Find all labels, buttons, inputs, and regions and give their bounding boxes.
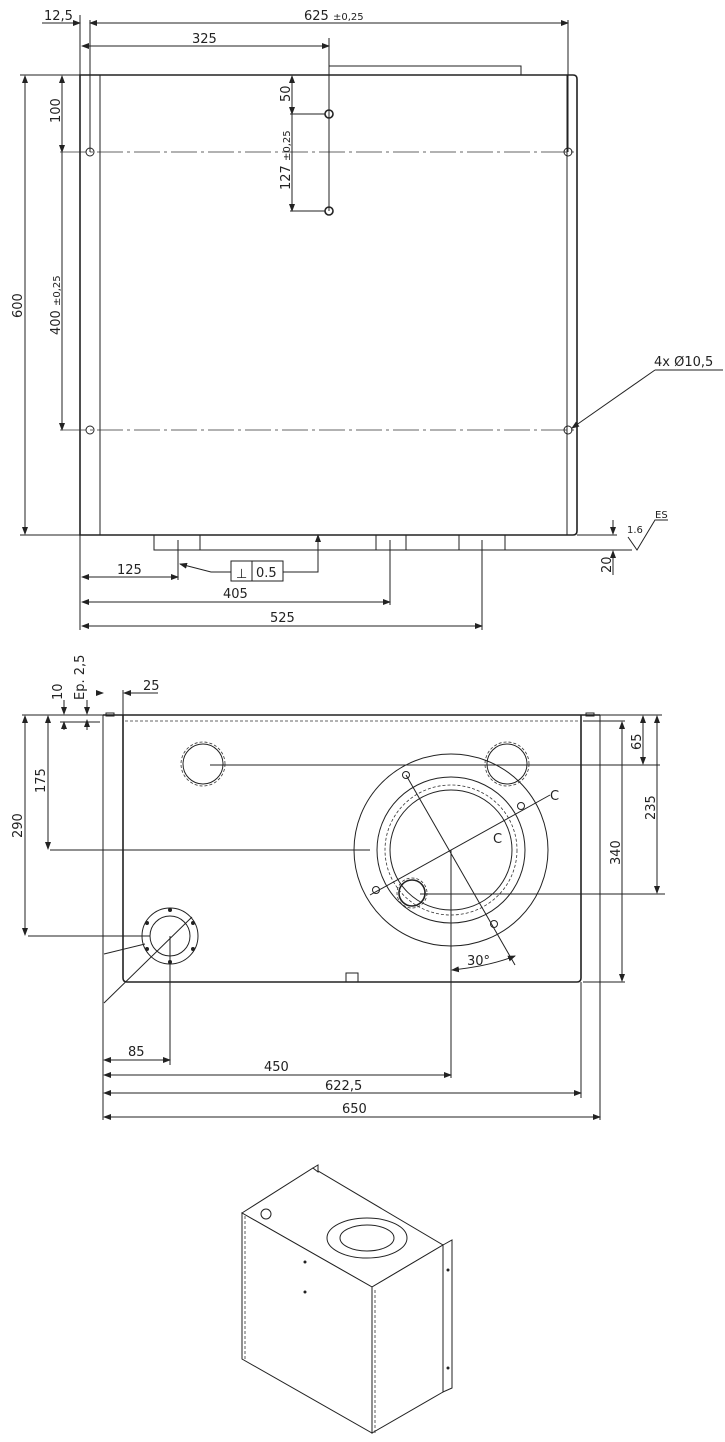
dim-400: 400 ±0,25 bbox=[49, 275, 64, 335]
top-view: 12,5 625 ±0,25 325 50 127 ±0,25 100 400 … bbox=[11, 9, 723, 630]
side-view: 30° C C 175 290 10 Ep. 2,5 25 65 235 340… bbox=[11, 655, 665, 1120]
dim-125: 125 bbox=[117, 563, 142, 578]
section-mark-c1: C bbox=[550, 789, 559, 804]
plate-outline bbox=[79, 74, 578, 536]
dim-622-5: 622,5 bbox=[325, 1079, 362, 1094]
perpendicularity-symbol: ⊥ bbox=[236, 567, 247, 582]
feet bbox=[153, 534, 632, 551]
dim-25: 25 bbox=[143, 679, 160, 694]
dim-450: 450 bbox=[264, 1060, 289, 1075]
dim-127: 127 ±0,25 bbox=[279, 130, 294, 190]
dim-175: 175 bbox=[34, 768, 49, 793]
surface-finish-value: 1.6 bbox=[627, 525, 643, 536]
dim-600: 600 bbox=[11, 293, 26, 318]
hole-icon bbox=[85, 425, 95, 435]
hole-icon bbox=[563, 425, 573, 435]
thickness-label: Ep. 2,5 bbox=[73, 655, 88, 700]
flange-port bbox=[103, 907, 199, 1065]
dim-325: 325 bbox=[192, 32, 217, 47]
surface-finish-process: ES bbox=[655, 510, 668, 521]
tolerance-value: 0.5 bbox=[256, 566, 277, 581]
dim-340: 340 bbox=[609, 840, 624, 865]
dim-50: 50 bbox=[279, 85, 294, 102]
angle-30: 30° bbox=[467, 954, 490, 969]
dim-235: 235 bbox=[644, 795, 659, 820]
perpendicularity-frame: ⊥ 0.5 bbox=[179, 534, 321, 582]
dim-525: 525 bbox=[270, 611, 295, 626]
dim-100: 100 bbox=[49, 98, 64, 123]
drain-plug bbox=[345, 972, 359, 983]
port-top-left bbox=[180, 741, 226, 787]
dim-12-5: 12,5 bbox=[44, 9, 73, 24]
port-top-right bbox=[484, 741, 530, 787]
iso-flange bbox=[442, 1239, 453, 1393]
dim-85: 85 bbox=[128, 1045, 145, 1060]
section-mark-c2: C bbox=[493, 832, 502, 847]
dim-10: 10 bbox=[51, 683, 66, 700]
iso-port bbox=[260, 1208, 272, 1220]
dim-625: 625 ±0,25 bbox=[304, 9, 364, 24]
surface-finish-symbol bbox=[627, 519, 668, 551]
dim-290: 290 bbox=[11, 813, 26, 838]
top-tab bbox=[328, 65, 522, 75]
holes-callout: 4x Ø10,5 bbox=[654, 355, 713, 370]
iso-main-opening bbox=[326, 1217, 408, 1259]
dim-20: 20 bbox=[600, 556, 615, 573]
dim-65: 65 bbox=[630, 733, 645, 750]
main-opening: 30° C C bbox=[353, 753, 559, 1078]
dim-405: 405 bbox=[223, 587, 248, 602]
isometric-view bbox=[241, 1164, 453, 1434]
dim-650: 650 bbox=[342, 1102, 367, 1117]
